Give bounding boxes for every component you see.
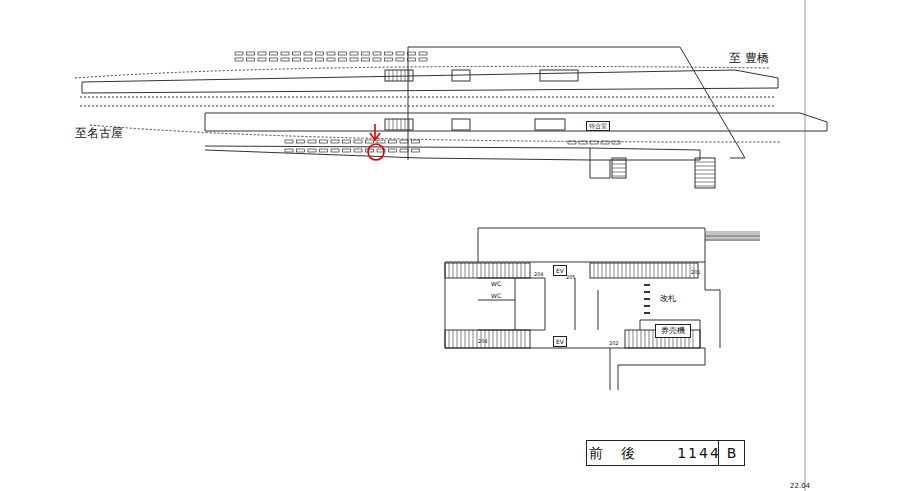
box-text: EV: [556, 339, 564, 345]
car-stop-mark: [339, 58, 347, 61]
car-stop-mark: [579, 141, 587, 144]
car-stop-mark: [590, 141, 598, 144]
car-stop-mark: [389, 149, 397, 152]
car-stop-mark: [343, 140, 351, 143]
car-stop-mark: [396, 52, 404, 55]
car-stop-mark: [316, 52, 324, 55]
box-text: 1144: [677, 446, 721, 460]
car-stop-mark: [354, 149, 362, 152]
car-stop-mark: [297, 149, 305, 152]
car-stop-mark: [258, 52, 266, 55]
car-stop-mark: [320, 140, 328, 143]
car-stop-mark: [270, 52, 278, 55]
car-stop-mark: [400, 140, 408, 143]
car-stop-mark: [354, 140, 362, 143]
car-stop-mark: [297, 140, 305, 143]
car-stop-mark: [350, 52, 358, 55]
car-stop-mark: [408, 58, 416, 61]
map-label: WC: [491, 292, 501, 299]
car-stop-mark: [366, 140, 374, 143]
box-text: 待合室: [589, 123, 607, 129]
car-stop-mark: [320, 149, 328, 152]
car-stop-mark: [247, 58, 255, 61]
facility-box: 待合室: [586, 121, 610, 131]
car-stop-mark: [316, 58, 324, 61]
car-stop-mark: [308, 140, 316, 143]
map-label: 22.04: [790, 482, 810, 490]
map-label: 至 豊橋: [729, 51, 769, 65]
car-stop-mark: [377, 140, 385, 143]
car-stop-mark: [350, 58, 358, 61]
car-stop-mark: [304, 52, 312, 55]
map-label: WC: [491, 280, 501, 287]
car-stop-mark: [412, 149, 420, 152]
car-stop-mark: [235, 58, 243, 61]
car-stop-mark: [235, 52, 243, 55]
car-stop-mark: [281, 52, 289, 55]
box-text: 券売機: [661, 327, 685, 335]
car-stop-mark: [408, 52, 416, 55]
car-stop-mark: [396, 58, 404, 61]
map-label: 202: [609, 340, 619, 346]
car-stop-mark: [258, 58, 266, 61]
map-label: 改札: [660, 294, 676, 303]
car-stop-mark: [373, 58, 381, 61]
car-stop-mark: [308, 149, 316, 152]
car-stop-mark: [285, 149, 293, 152]
car-stop-mark: [247, 52, 255, 55]
facility-box: 券売機: [655, 324, 691, 338]
car-stop-mark: [385, 58, 393, 61]
box-text: B: [727, 446, 737, 460]
station-code-cell: B: [718, 440, 745, 466]
car-stop-mark: [327, 52, 335, 55]
car-stop-mark: [601, 141, 609, 144]
car-stop-mark: [304, 58, 312, 61]
map-label: 204: [534, 271, 544, 277]
facility-box: EV: [553, 336, 567, 347]
car-stop-mark: [285, 140, 293, 143]
car-stop-mark: [412, 140, 420, 143]
map-label: 201: [691, 269, 701, 275]
map-label: 至名古屋: [75, 126, 123, 140]
car-stop-mark: [339, 52, 347, 55]
map-label: 205: [566, 274, 576, 280]
station-code-cell: 前 後 1144: [586, 440, 724, 466]
car-stop-mark: [281, 58, 289, 61]
box-text: EV: [556, 268, 564, 274]
car-stop-mark: [362, 58, 370, 61]
car-stop-mark: [385, 52, 393, 55]
car-stop-mark: [612, 141, 620, 144]
car-stop-mark: [327, 58, 335, 61]
car-stop-mark: [419, 52, 427, 55]
car-stop-mark: [362, 52, 370, 55]
car-stop-mark: [293, 52, 301, 55]
car-stop-mark: [419, 58, 427, 61]
car-stop-mark: [270, 58, 278, 61]
map-label: 204: [478, 338, 488, 344]
facility-box: EV: [553, 265, 567, 276]
car-stop-mark: [331, 140, 339, 143]
car-stop-mark: [293, 58, 301, 61]
car-stop-mark: [331, 149, 339, 152]
car-stop-mark: [389, 140, 397, 143]
car-stop-mark: [366, 149, 374, 152]
car-stop-mark: [400, 149, 408, 152]
car-stop-mark: [373, 52, 381, 55]
box-text: 前 後: [589, 446, 637, 460]
car-stop-mark: [568, 141, 576, 144]
car-stop-mark: [343, 149, 351, 152]
